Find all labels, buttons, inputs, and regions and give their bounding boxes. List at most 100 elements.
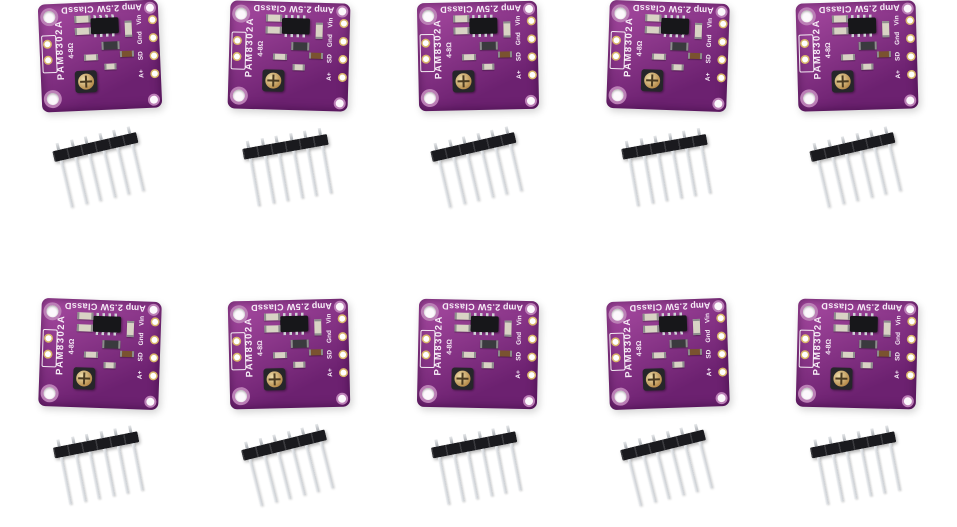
smd-component (84, 351, 99, 358)
speaker-pad (801, 56, 808, 63)
header-pin (277, 451, 292, 500)
smd-component (833, 312, 850, 320)
header-pin (116, 147, 131, 195)
mounting-hole (525, 4, 534, 14)
header-pin-stub (681, 130, 687, 138)
board-amp-label: Amp (879, 2, 900, 14)
header-pin-stub (812, 142, 817, 151)
smd-component (266, 14, 283, 22)
mounting-hole (903, 4, 912, 13)
header-pin (263, 155, 275, 204)
pin-hole (529, 336, 536, 343)
header-pin (319, 441, 335, 489)
smd-component (292, 64, 306, 71)
pin-hole (340, 351, 347, 358)
smd-component (876, 350, 891, 357)
pin-label-gnd: Gnd (704, 329, 712, 343)
pin-label-gnd: Gnd (894, 331, 902, 346)
header-pin-stub (126, 126, 132, 134)
header-pin-stub (289, 132, 294, 141)
header-pin (656, 153, 668, 202)
amplifier-ic (660, 17, 689, 35)
smd-component (881, 21, 890, 38)
product-row: 2.5W ClassD Amp PAM8302A 4-8Ω Vin Gnd SD… (0, 0, 957, 208)
header-pin (117, 445, 130, 494)
mounting-hole (527, 305, 536, 314)
board-amp-label: Amp (503, 302, 524, 313)
header-pin (873, 445, 887, 494)
header-pin (88, 153, 102, 202)
smd-component (482, 362, 495, 369)
pin-hole (529, 71, 536, 78)
header-pin-stub (624, 140, 629, 148)
header-pin-stub (246, 140, 251, 148)
smd-component (101, 41, 120, 50)
smd-component (876, 51, 891, 58)
pin-header (52, 424, 149, 505)
pin-hole (339, 315, 346, 322)
amplifier-module-unit: 2.5W ClassD Amp PAM8302A 4-8Ω Vin Gnd SD… (768, 0, 946, 208)
header-pin-stub (85, 433, 90, 442)
smd-component (671, 361, 685, 368)
header-pin-stub (667, 132, 672, 141)
header-pin-stub (463, 433, 468, 442)
header-pin-stub (112, 129, 118, 138)
smd-component (644, 26, 661, 34)
amplifier-ic (92, 315, 122, 333)
pin-label-gnd: Gnd (516, 331, 524, 345)
pin-label-aplus: A+ (327, 368, 335, 377)
pin-label-sd: SD (515, 52, 524, 62)
header-pin-stub (274, 135, 280, 143)
smd-component (651, 53, 666, 60)
header-pin-stub (854, 132, 860, 141)
board-amp-label: Amp (121, 2, 143, 13)
header-pin (641, 455, 656, 503)
pin-label-sd: SD (137, 352, 145, 362)
pin-header (241, 127, 337, 207)
pot-screw (76, 370, 93, 387)
smd-component (265, 26, 283, 34)
header-pin (292, 150, 304, 199)
smd-component (831, 27, 849, 35)
header-pin-stub (301, 427, 306, 435)
pin-header (618, 423, 717, 508)
smd-component (454, 324, 472, 332)
header-pin (73, 156, 88, 205)
header-pin (509, 443, 523, 491)
pcb-board: 2.5W ClassD Amp PAM8302A 4-8Ω Vin Gnd SD… (38, 297, 163, 411)
smd-component (687, 348, 702, 356)
pot-screw (455, 73, 473, 90)
smd-component (273, 352, 288, 359)
header-pin (306, 148, 319, 196)
header-pin-stub (449, 436, 454, 444)
header-pin (888, 443, 901, 491)
header-pin (699, 145, 711, 194)
header-pin-stub (638, 138, 644, 146)
header-pin-stub (448, 139, 453, 147)
header-pin-stub (244, 441, 250, 449)
smd-component (833, 324, 850, 332)
smd-component (455, 312, 472, 320)
header-pin (466, 153, 481, 202)
mounting-hole (424, 91, 437, 105)
pin-label-aplus: A+ (704, 72, 712, 82)
header-pin-stub (315, 423, 320, 432)
pin-hole (340, 38, 347, 45)
trim-potentiometer (452, 70, 476, 93)
pin-header (430, 424, 527, 505)
pin-hole (718, 56, 725, 63)
header-pin (131, 443, 144, 491)
pcb-board: 2.5W ClassD Amp PAM8302A 4-8Ω Vin Gnd SD… (37, 0, 163, 113)
mounting-hole (145, 3, 155, 12)
pin-hole (529, 354, 536, 361)
smd-component (480, 340, 499, 349)
pin-hole (339, 333, 346, 340)
mounting-hole (46, 92, 60, 106)
pot-screw (77, 73, 95, 90)
smd-component (694, 22, 702, 40)
mounting-hole (800, 387, 813, 400)
pin-hole (719, 20, 726, 28)
smd-component (273, 53, 288, 60)
header-pin-stub (827, 436, 832, 444)
pin-hole (340, 369, 347, 376)
